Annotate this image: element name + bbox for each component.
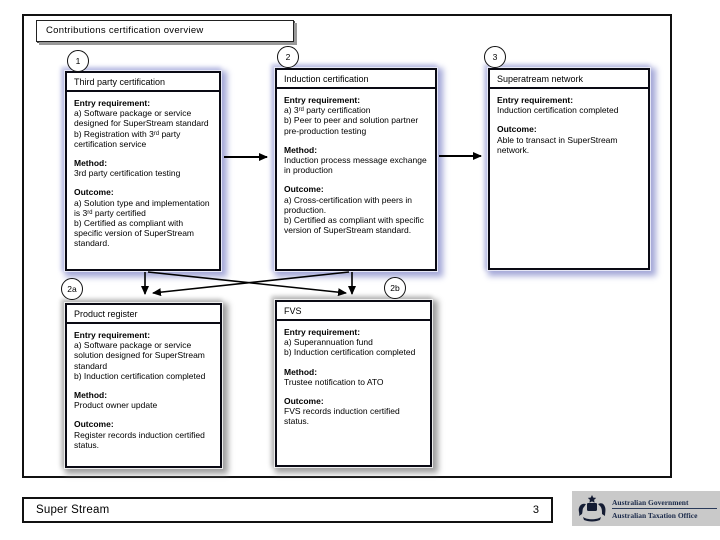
section-label: Outcome: (497, 124, 537, 135)
section-line: Product owner update (74, 400, 158, 411)
section-line: b) Certified as compliant with specific … (284, 214, 424, 236)
card-section: Entry requirement:a) 3ʳᵈ party certifica… (284, 95, 428, 136)
section-line: Induction certification completed (497, 105, 619, 116)
section-line: a) Superannuation fund (284, 337, 373, 348)
section-line: Able to transact in SuperStream network. (497, 134, 618, 155)
card-section: Outcome:Able to transact in SuperStream … (497, 124, 641, 155)
card-body: Entry requirement:Induction certificatio… (490, 89, 648, 161)
card-header: Superatream network (490, 70, 648, 89)
section-line: Register records induction certified sta… (74, 429, 205, 450)
section-label: Outcome: (74, 187, 114, 198)
section-line: b) Induction certification completed (74, 370, 206, 381)
card-section: Outcome:FVS records induction certified … (284, 396, 423, 427)
card-section: Outcome:a) Solution type and implementat… (74, 187, 212, 248)
card-section: Method:3rd party certification testing (74, 158, 212, 178)
section-line: Induction process message exchange in pr… (284, 154, 427, 176)
step-circle-3: 3 (484, 46, 506, 68)
section-label: Entry requirement: (497, 95, 574, 105)
section-label: Method: (74, 389, 108, 400)
step-circle-2b: 2b (384, 277, 406, 299)
card-section: Method:Induction process message exchang… (284, 145, 428, 176)
section-line: a) Software package or service designed … (74, 108, 209, 129)
section-line: FVS records induction certified status. (284, 406, 400, 427)
card-section: Entry requirement:a) Software package or… (74, 98, 212, 149)
card-header: Induction certification (277, 70, 435, 89)
card-superstream-network: Superatream network Entry requirement:In… (488, 68, 650, 270)
government-logo: Australian Government Australian Taxatio… (572, 491, 720, 526)
card-product-register: Product register Entry requirement:a) So… (65, 303, 222, 468)
card-header: Product register (67, 305, 220, 324)
slide-title: Contributions certification overview (36, 20, 294, 42)
card-header: Third party certification (67, 73, 219, 92)
card-section: Entry requirement:a) Software package or… (74, 330, 213, 381)
logo-line-ato: Australian Taxation Office (612, 510, 698, 520)
section-label: Method: (74, 157, 108, 168)
logo-line-government: Australian Government (612, 498, 717, 509)
section-line: b) Registration with 3ʳᵈ party certifica… (74, 128, 181, 149)
section-label: Outcome: (74, 419, 114, 430)
card-section: Outcome:Register records induction certi… (74, 419, 213, 450)
card-section: Entry requirement:Induction certificatio… (497, 95, 641, 115)
section-label: Method: (284, 366, 318, 377)
card-fvs: FVS Entry requirement:a) Superannuation … (275, 300, 432, 467)
card-body: Entry requirement:a) Software package or… (67, 324, 220, 456)
section-line: b) Induction certification completed (284, 347, 416, 358)
section-label: Method: (284, 144, 318, 155)
section-label: Entry requirement: (74, 330, 151, 340)
step-circle-2: 2 (277, 46, 299, 68)
section-line: a) 3ʳᵈ party certification (284, 105, 371, 116)
card-section: Entry requirement:a) Superannuation fund… (284, 327, 423, 358)
section-line: a) Solution type and implementation is 3… (74, 197, 210, 218)
section-label: Entry requirement: (74, 98, 151, 108)
card-section: Outcome:a) Cross-certification with peer… (284, 184, 428, 235)
card-section: Method:Trustee notification to ATO (284, 367, 423, 387)
step-circle-1: 1 (67, 50, 89, 72)
card-body: Entry requirement:a) 3ʳᵈ party certifica… (277, 89, 435, 241)
section-line: Trustee notification to ATO (284, 376, 384, 387)
section-line: a) Cross-certification with peers in pro… (284, 194, 413, 215)
page-number: 3 (532, 504, 539, 516)
section-label: Outcome: (284, 184, 324, 195)
card-body: Entry requirement:a) Software package or… (67, 92, 219, 254)
logo-text: Australian Government Australian Taxatio… (612, 498, 717, 520)
section-label: Entry requirement: (284, 327, 361, 337)
section-line: 3rd party certification testing (74, 168, 181, 179)
coat-of-arms-icon (578, 494, 606, 521)
section-label: Outcome: (284, 395, 324, 406)
footer-label: Super Stream (36, 504, 110, 516)
card-header: FVS (277, 302, 430, 321)
section-label: Entry requirement: (284, 95, 361, 105)
section-line: b) Peer to peer and solution partner pre… (284, 115, 419, 136)
card-induction-certification: Induction certification Entry requiremen… (275, 68, 437, 271)
card-section: Method:Product owner update (74, 390, 213, 410)
step-circle-2a: 2a (61, 278, 83, 300)
section-line: b) Certified as compliant with specific … (74, 217, 194, 249)
card-third-party-certification: Third party certification Entry requirem… (65, 71, 221, 271)
section-line: a) Software package or service solution … (74, 340, 205, 371)
card-body: Entry requirement:a) Superannuation fund… (277, 321, 430, 433)
footer-bar: Super Stream 3 (22, 497, 553, 523)
